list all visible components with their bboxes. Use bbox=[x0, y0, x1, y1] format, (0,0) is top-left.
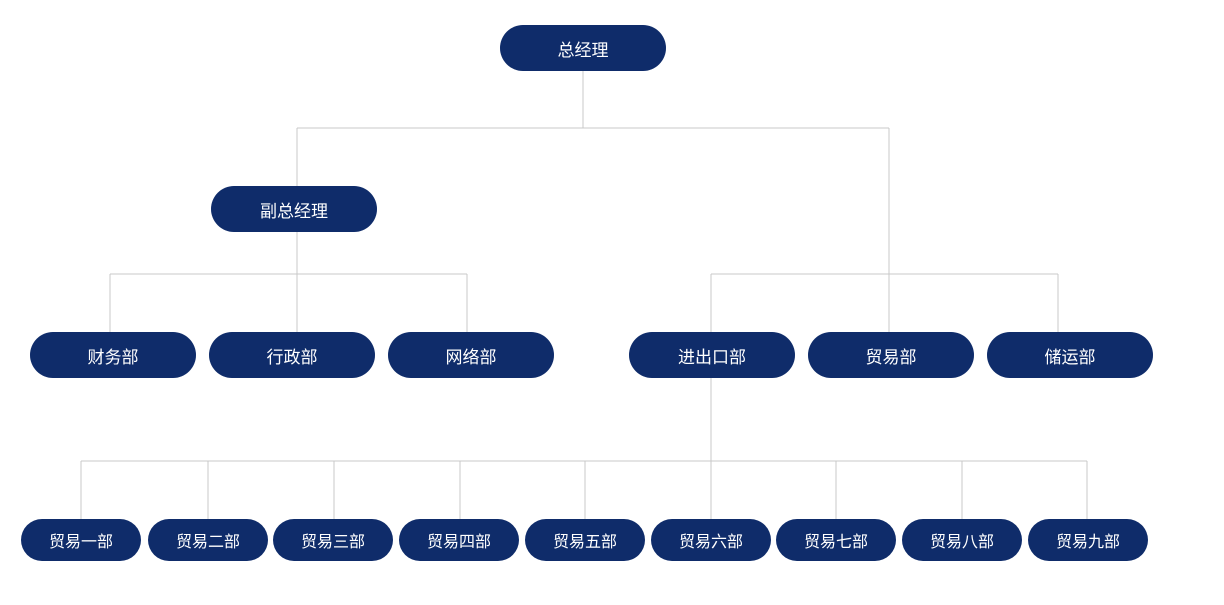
node-trade-division-9: 贸易九部 bbox=[1028, 519, 1148, 561]
node-trade-division-5: 贸易五部 bbox=[525, 519, 645, 561]
node-trade-dept: 贸易部 bbox=[808, 332, 974, 378]
node-logistics-dept: 储运部 bbox=[987, 332, 1153, 378]
node-trade-division-4: 贸易四部 bbox=[399, 519, 519, 561]
node-trade-division-2: 贸易二部 bbox=[148, 519, 268, 561]
node-trade-division-6: 贸易六部 bbox=[651, 519, 771, 561]
node-general-manager: 总经理 bbox=[500, 25, 666, 71]
node-import-export-dept: 进出口部 bbox=[629, 332, 795, 378]
node-network-dept: 网络部 bbox=[388, 332, 554, 378]
node-trade-division-3: 贸易三部 bbox=[273, 519, 393, 561]
node-deputy-general-manager: 副总经理 bbox=[211, 186, 377, 232]
node-trade-division-1: 贸易一部 bbox=[21, 519, 141, 561]
node-finance-dept: 财务部 bbox=[30, 332, 196, 378]
node-admin-dept: 行政部 bbox=[209, 332, 375, 378]
node-trade-division-8: 贸易八部 bbox=[902, 519, 1022, 561]
node-trade-division-7: 贸易七部 bbox=[776, 519, 896, 561]
